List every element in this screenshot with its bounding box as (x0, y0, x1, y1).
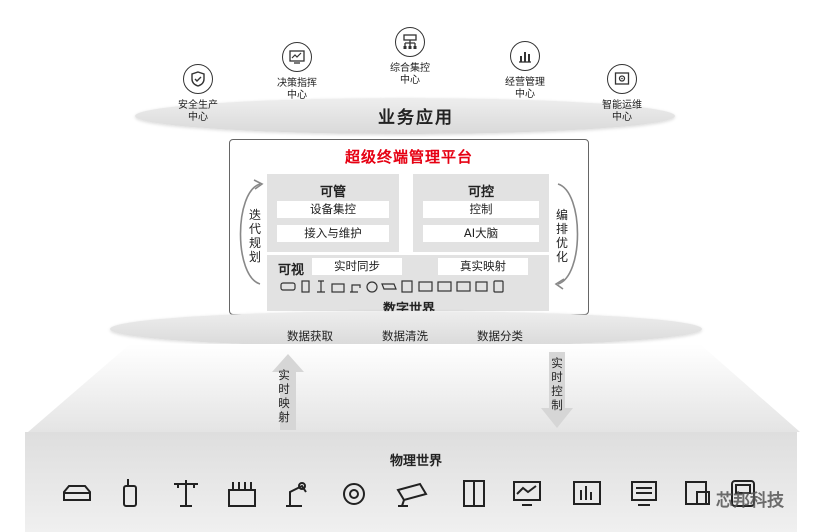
hub-business-management[interactable]: 经营管理 中心 (495, 41, 555, 101)
robot-arm-icon (286, 482, 307, 507)
data-classification: 数据分类 (477, 329, 523, 343)
display-icon (631, 481, 657, 506)
bar-chart-icon (510, 41, 540, 71)
iteration-cycle-arrow (239, 179, 264, 285)
perspective-funnel (28, 344, 800, 432)
realtime-mapping-up-arrow (272, 354, 304, 430)
cabinet-icon (401, 280, 413, 293)
control-title: 可控 (467, 185, 494, 200)
hub-label: 安全生产 中心 (178, 100, 218, 123)
hub-label: 经营管理 中心 (505, 77, 545, 100)
manage-item-access-maintenance[interactable]: 接入与维护 (277, 225, 389, 242)
camera-icon (381, 283, 397, 290)
data-cleaning: 数据清洗 (382, 329, 428, 343)
factory-icon (228, 482, 256, 507)
hub-integrated-control[interactable]: 综合集控 中心 (380, 27, 440, 87)
business-layer-ellipse (135, 98, 675, 134)
realtime-control-down-arrow (541, 352, 573, 428)
hub-label: 智能运维 中心 (602, 100, 642, 123)
orchestration-cycle-arrow (554, 183, 579, 290)
hub-label: 决策指挥 中心 (277, 78, 317, 101)
visual-title: 可视 (277, 263, 304, 278)
car-icon (63, 485, 91, 501)
shield-check-icon (183, 64, 213, 94)
realtime-control-label: 实 时 控 制 (551, 356, 563, 412)
meter-icon (731, 480, 755, 507)
monitor-icon (513, 481, 541, 506)
cabinet-icon (463, 480, 485, 507)
monitor-icon (418, 281, 433, 292)
data-acquisition: 数据获取 (287, 329, 333, 343)
platform-title: 超级终端管理平台 (344, 148, 473, 166)
manage-item-device-control[interactable]: 设备集控 (277, 201, 389, 218)
meter-icon (493, 280, 504, 293)
orchestration-optimization-label: 编 排 优 化 (555, 208, 568, 264)
control-item-ai-brain[interactable]: AI大脑 (423, 225, 539, 242)
device-icon (475, 281, 488, 292)
iterative-planning-label: 迭 代 规 划 (248, 208, 261, 264)
car-icon (280, 282, 296, 291)
business-layer-title: 业务应用 (378, 108, 454, 128)
device-icon (685, 481, 710, 505)
gear-screen-icon (607, 64, 637, 94)
hub-decision-command[interactable]: 决策指挥 中心 (267, 42, 327, 102)
power-tower-icon (317, 280, 325, 293)
visual-item-real-mapping[interactable]: 真实映射 (438, 258, 528, 275)
network-hierarchy-icon (395, 27, 425, 57)
monitor-chart-icon (282, 42, 312, 72)
watermark: 芯邦科技 (716, 491, 784, 511)
walkie-talkie-icon (123, 479, 137, 507)
drone-icon (343, 483, 365, 505)
physical-world-title: 物理世界 (389, 454, 442, 469)
hub-smart-ops[interactable]: 智能运维 中心 (592, 64, 652, 124)
visual-item-realtime-sync[interactable]: 实时同步 (312, 258, 402, 275)
walkie-talkie-icon (301, 280, 310, 293)
camera-icon (396, 482, 428, 507)
hub-safety-production[interactable]: 安全生产 中心 (168, 64, 228, 124)
chart-screen-icon (437, 281, 452, 292)
chart-screen-icon (573, 481, 601, 505)
factory-icon (331, 283, 345, 293)
realtime-mapping-label: 实 时 映 射 (278, 368, 290, 424)
drone-icon (366, 281, 378, 293)
power-tower-icon (174, 480, 198, 507)
manage-title: 可管 (319, 185, 346, 200)
physical-world-ground (25, 432, 797, 532)
display-icon (456, 281, 471, 292)
data-layer-ellipse (110, 311, 702, 347)
robot-arm-icon (350, 284, 361, 293)
hub-label: 综合集控 中心 (390, 63, 430, 86)
control-item-control[interactable]: 控制 (423, 201, 539, 218)
digital-device-icons (280, 280, 504, 293)
physical-device-icons (63, 479, 755, 507)
